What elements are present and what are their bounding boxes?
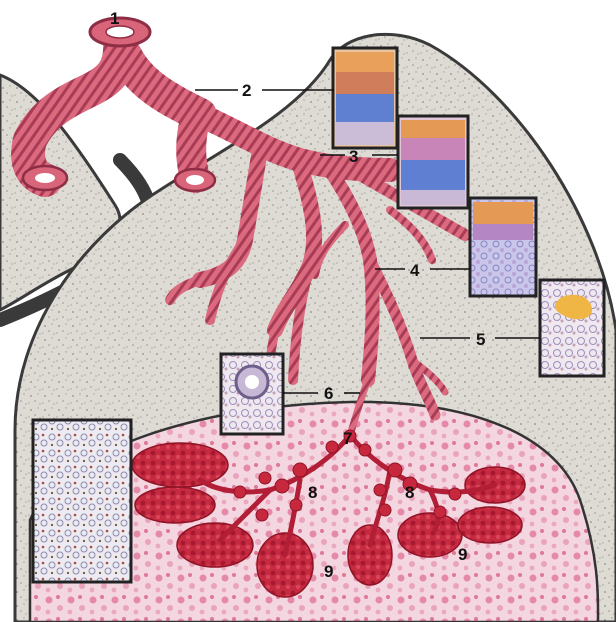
histology-inset-4 [470, 198, 536, 296]
label-9-left: 9 [324, 562, 333, 581]
label-6: 6 [324, 384, 333, 403]
histology-inset-3 [398, 116, 468, 208]
label-8-left: 8 [308, 483, 317, 502]
label-1: 1 [110, 9, 119, 28]
histology-inset-alveolar-tissue [33, 420, 131, 582]
label-2: 2 [242, 81, 251, 100]
label-7: 7 [343, 429, 352, 448]
label-9-right: 9 [458, 545, 467, 564]
label-4: 4 [410, 261, 420, 280]
right-bronchus-lumen [186, 175, 204, 185]
histology-inset-6 [221, 354, 283, 434]
histology-inset-5 [540, 280, 604, 376]
label-5: 5 [476, 330, 485, 349]
histology-inset-2 [333, 48, 397, 148]
label-3: 3 [349, 147, 358, 166]
label-8-right: 8 [405, 483, 414, 502]
left-bronchus-lumen [35, 173, 55, 183]
